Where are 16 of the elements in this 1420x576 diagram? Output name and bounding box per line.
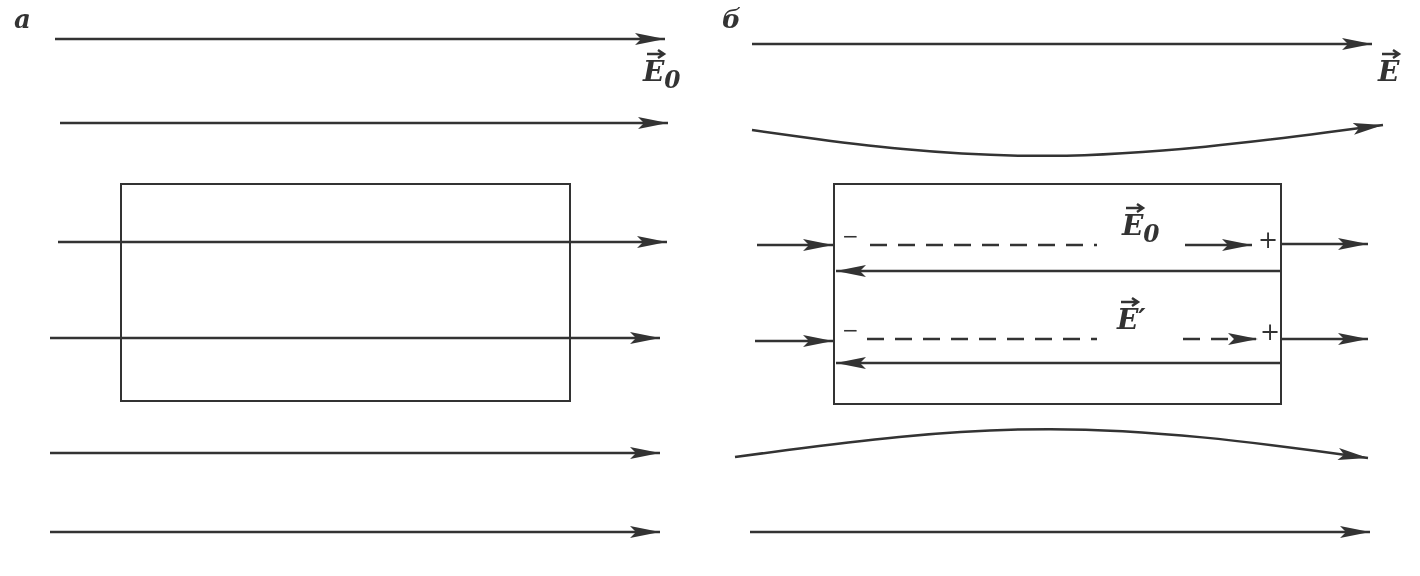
panel-letter: а bbox=[14, 6, 31, 32]
dielectric-slab bbox=[833, 183, 1282, 405]
charge-sign: + bbox=[1258, 228, 1279, 252]
vector-symbol: E$_{0}$ bbox=[643, 58, 681, 92]
field-line-arrow bbox=[757, 239, 833, 251]
field-line-arrow bbox=[1282, 238, 1368, 250]
charge-sign: − bbox=[842, 226, 859, 246]
panel-letter: б bbox=[722, 6, 741, 32]
dielectric-slab bbox=[120, 183, 571, 402]
field-line-arrow bbox=[755, 335, 833, 347]
charge-sign: − bbox=[842, 320, 859, 340]
vector-symbol: E$_{0}$ bbox=[1122, 212, 1160, 246]
charge-sign: + bbox=[1260, 320, 1281, 344]
field-line-arrow bbox=[1282, 333, 1368, 345]
vector-symbol: E′ bbox=[1117, 306, 1146, 334]
vector-symbol: E bbox=[1378, 58, 1400, 86]
